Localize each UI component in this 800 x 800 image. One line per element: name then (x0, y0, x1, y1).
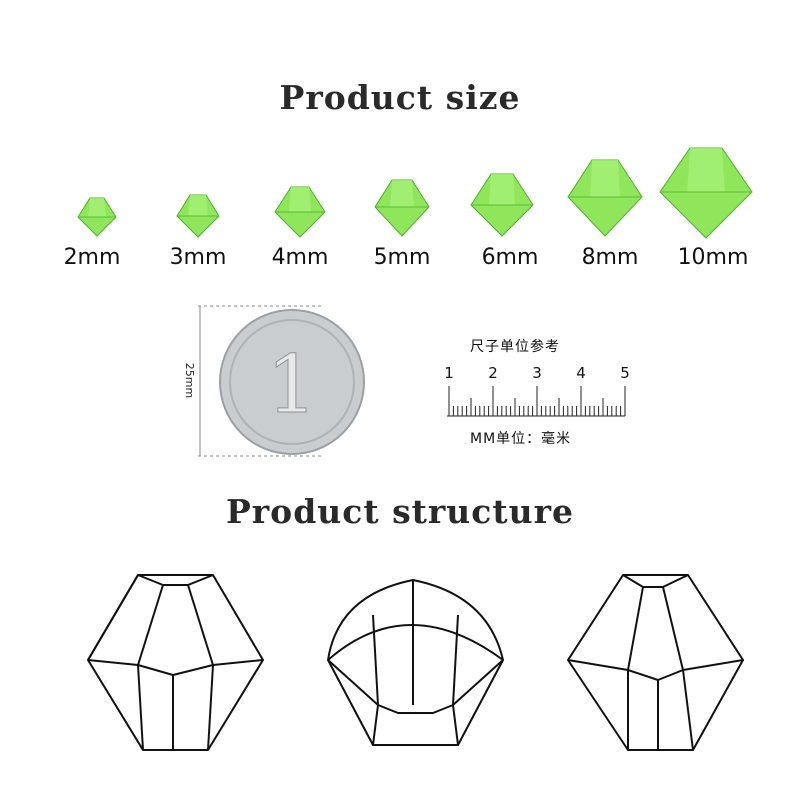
coin-icon: 1 (198, 305, 365, 457)
ruler-title: 尺子单位参考 (470, 339, 560, 355)
ruler-icon (447, 386, 626, 417)
bead-2mm-icon (77, 197, 117, 237)
ruler-number-5: 5 (620, 364, 630, 382)
coin-dimension-label: 25mm (183, 362, 197, 399)
product-structure-title: Product structure (225, 492, 574, 531)
size-label-8mm: 8mm (581, 245, 639, 270)
size-label-4mm: 4mm (271, 245, 329, 270)
ruler-number-3: 3 (532, 364, 542, 382)
ruler-number-4: 4 (576, 364, 586, 382)
bead-4mm-icon (274, 186, 326, 238)
size-label-6mm: 6mm (481, 245, 539, 270)
coin-reference: 1 25mm (183, 300, 388, 460)
size-label-10mm: 10mm (677, 245, 749, 270)
ruler-number-1: 1 (444, 364, 454, 382)
svg-text:1: 1 (267, 338, 318, 431)
product-size-title: Product size (279, 78, 521, 117)
ruler-unit-label: MM单位：毫米 (470, 431, 572, 447)
bicone-top-icon (327, 579, 504, 746)
bead-6mm-icon (470, 173, 534, 237)
size-label-5mm: 5mm (373, 245, 431, 270)
size-label-2mm: 2mm (63, 245, 121, 270)
bead-8mm-icon (567, 159, 643, 237)
bead-3mm-icon (176, 194, 220, 238)
ruler-number-2: 2 (488, 364, 498, 382)
size-label-3mm: 3mm (169, 245, 227, 270)
bicone-front-icon (87, 574, 264, 751)
bead-5mm-icon (374, 179, 430, 237)
ruler-reference: 尺子单位参考 1 2 3 4 5 MM单位：毫米 (440, 336, 640, 456)
bead-10mm-icon (659, 147, 753, 239)
bicone-angle-icon (567, 574, 744, 751)
